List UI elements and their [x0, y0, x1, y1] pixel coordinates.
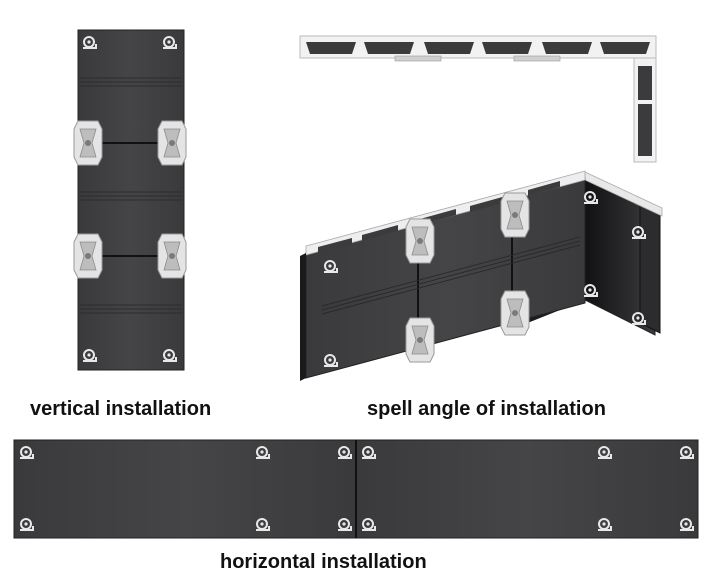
corner-bracket-icon — [500, 192, 530, 238]
horizontal-installation-label: horizontal installation — [220, 551, 427, 573]
horizontal-installation-panels — [13, 439, 699, 539]
vertical-installation-label: vertical installation — [30, 398, 212, 420]
top-view-corner — [299, 35, 657, 163]
vertical-installation-panels — [73, 29, 187, 371]
corner-bracket-icon — [73, 233, 103, 279]
corner-bracket-icon — [157, 120, 187, 166]
corner-bracket-icon — [500, 290, 530, 336]
corner-bracket-icon — [73, 120, 103, 166]
corner-bracket-icon — [405, 317, 435, 363]
corner-bracket-icon — [157, 233, 187, 279]
spell-angle-installation — [300, 170, 663, 381]
spell-angle-installation-label: spell angle of installation — [367, 398, 606, 420]
corner-bracket-icon — [405, 218, 435, 264]
